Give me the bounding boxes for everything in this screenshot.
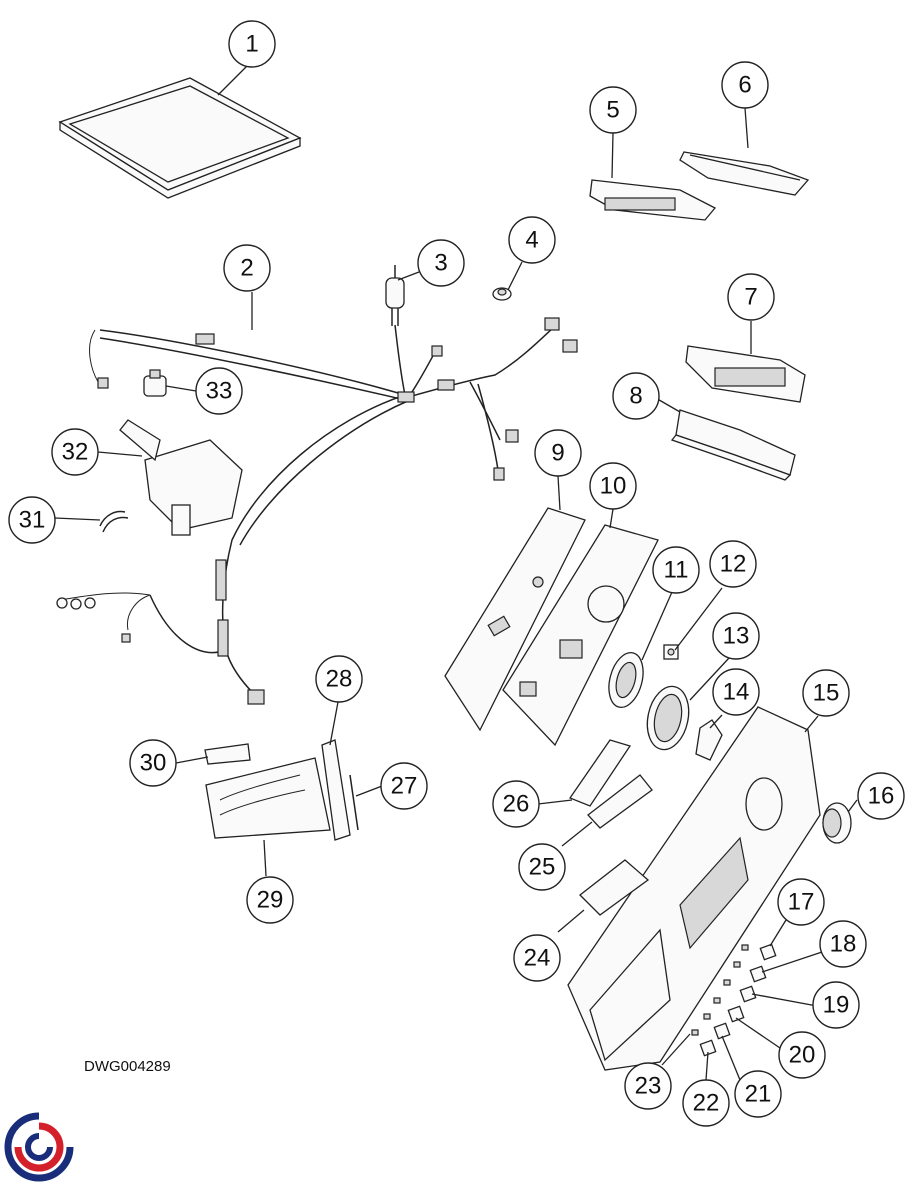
- callout-3: 3: [417, 239, 465, 287]
- callout-25: 25: [518, 843, 566, 891]
- callout-2: 2: [223, 244, 271, 292]
- callout-9: 9: [534, 429, 582, 477]
- callout-21: 21: [734, 1070, 782, 1118]
- callout-11: 11: [652, 546, 700, 594]
- svg-text:20: 20: [789, 1042, 816, 1069]
- svg-text:10: 10: [600, 473, 627, 500]
- part-11-knob-ring: [608, 651, 644, 709]
- part-12-small-pad: [663, 644, 679, 660]
- svg-text:25: 25: [529, 854, 556, 881]
- part-29-dispenser-drawer: [205, 757, 331, 839]
- callout-20: 20: [778, 1031, 826, 1079]
- svg-text:31: 31: [19, 507, 46, 534]
- part-31-hose: [99, 510, 129, 533]
- callout-10: 10: [589, 462, 637, 510]
- callout-15: 15: [802, 669, 850, 717]
- callout-17: 17: [777, 878, 825, 926]
- svg-text:24: 24: [524, 945, 551, 972]
- part-25-key-holder: [587, 774, 653, 829]
- part-27-seal: [349, 774, 359, 831]
- part-5-switch-bracket: [589, 179, 717, 221]
- part-1-top-cover: [58, 77, 302, 199]
- part-3-sensor: [385, 265, 405, 326]
- svg-text:29: 29: [257, 887, 284, 914]
- callout-26: 26: [492, 780, 540, 828]
- part-30-siphon: [204, 743, 251, 765]
- callout-7: 7: [727, 273, 775, 321]
- svg-text:18: 18: [830, 931, 857, 958]
- part-15-control-panel: [567, 706, 821, 1071]
- svg-text:26: 26: [503, 791, 530, 818]
- svg-text:14: 14: [723, 679, 750, 706]
- svg-text:27: 27: [391, 773, 418, 800]
- svg-text:22: 22: [693, 1090, 720, 1117]
- svg-text:7: 7: [744, 284, 757, 311]
- callout-4: 4: [508, 216, 556, 264]
- part-26-led-strip: [569, 739, 632, 807]
- part-33-valve: [143, 369, 167, 397]
- part-32-dispenser-housing: [119, 419, 243, 536]
- part-14-bezel: [695, 719, 723, 761]
- svg-text:11: 11: [664, 557, 689, 584]
- callout-5: 5: [589, 86, 637, 134]
- callout-28: 28: [315, 655, 363, 703]
- svg-text:16: 16: [868, 783, 895, 810]
- part-24-display-window: [579, 859, 650, 916]
- svg-text:17: 17: [788, 889, 815, 916]
- callout-19: 19: [812, 981, 860, 1029]
- part-2-wiring-harness: [56, 317, 578, 705]
- part-6-button-strip: [679, 151, 810, 196]
- svg-text:32: 32: [62, 439, 89, 466]
- leader-lines: [54, 65, 858, 1081]
- callout-32: 32: [51, 428, 99, 476]
- part-4-clip: [492, 287, 512, 301]
- part-23-button-set: [691, 944, 749, 1036]
- callout-23: 23: [624, 1062, 672, 1110]
- brand-swirl-logo: [4, 1112, 74, 1182]
- callout-22: 22: [682, 1079, 730, 1127]
- svg-text:23: 23: [635, 1073, 662, 1100]
- callout-18: 18: [819, 920, 867, 968]
- part-8-button-strip: [670, 409, 796, 481]
- callout-31: 31: [8, 496, 56, 544]
- svg-text:2: 2: [240, 255, 253, 282]
- drawing-code: DWG004289: [84, 1058, 171, 1075]
- svg-text:28: 28: [326, 666, 353, 693]
- callout-13: 13: [712, 612, 760, 660]
- svg-text:30: 30: [140, 750, 167, 777]
- svg-text:9: 9: [551, 440, 564, 467]
- svg-text:33: 33: [206, 378, 233, 405]
- callout-24: 24: [513, 934, 561, 982]
- callout-30: 30: [129, 739, 177, 787]
- callout-27: 27: [380, 762, 428, 810]
- svg-text:15: 15: [813, 680, 840, 707]
- svg-text:3: 3: [434, 250, 447, 277]
- callout-12: 12: [709, 540, 757, 588]
- callout-33: 33: [195, 367, 243, 415]
- svg-text:5: 5: [606, 97, 619, 124]
- svg-text:4: 4: [525, 227, 538, 254]
- svg-text:1: 1: [245, 31, 258, 58]
- callout-1: 1: [228, 20, 276, 68]
- part-7-switch-bracket: [685, 345, 806, 403]
- callout-14: 14: [712, 668, 760, 716]
- part-10-control-board: [502, 524, 659, 747]
- callouts: 1 2 3 4 5 6 7 8 9 10 11 12 13 14 15 16 1…: [8, 20, 905, 1127]
- callout-16: 16: [857, 772, 905, 820]
- svg-text:6: 6: [738, 72, 751, 99]
- svg-text:8: 8: [629, 383, 642, 410]
- svg-text:19: 19: [823, 992, 850, 1019]
- part-16-knob: [822, 802, 852, 844]
- part-13-dial-ring: [646, 685, 690, 751]
- part-9-pcb: [444, 507, 586, 732]
- callout-6: 6: [721, 61, 769, 109]
- svg-text:21: 21: [745, 1081, 772, 1108]
- callout-8: 8: [612, 372, 660, 420]
- svg-text:12: 12: [720, 551, 747, 578]
- svg-text:13: 13: [723, 623, 750, 650]
- callout-29: 29: [246, 876, 294, 924]
